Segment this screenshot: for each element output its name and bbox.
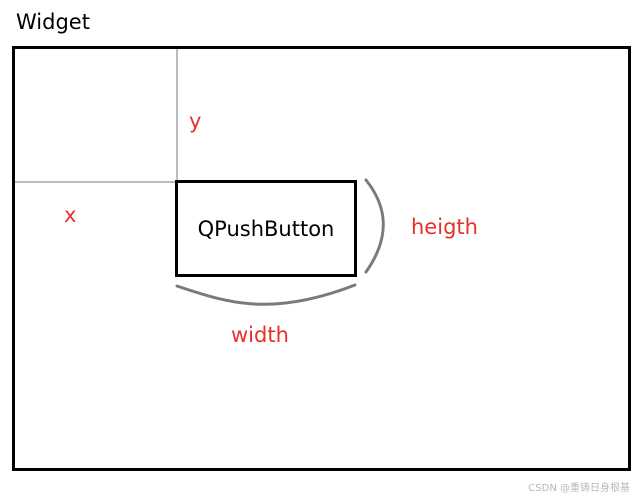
y-offset-guide-line xyxy=(176,49,178,182)
watermark: CSDN @重铸日身根基 xyxy=(528,483,630,494)
widget-frame xyxy=(12,46,631,471)
x-offset-guide-line xyxy=(15,181,176,183)
widget-title: Widget xyxy=(16,10,90,34)
qpushbutton-label: QPushButton xyxy=(197,216,335,241)
qpushbutton-box: QPushButton xyxy=(175,180,357,277)
y-label: y xyxy=(189,109,202,133)
width-label: width xyxy=(231,323,289,347)
height-label: heigth xyxy=(411,215,478,239)
x-label: x xyxy=(64,203,77,227)
